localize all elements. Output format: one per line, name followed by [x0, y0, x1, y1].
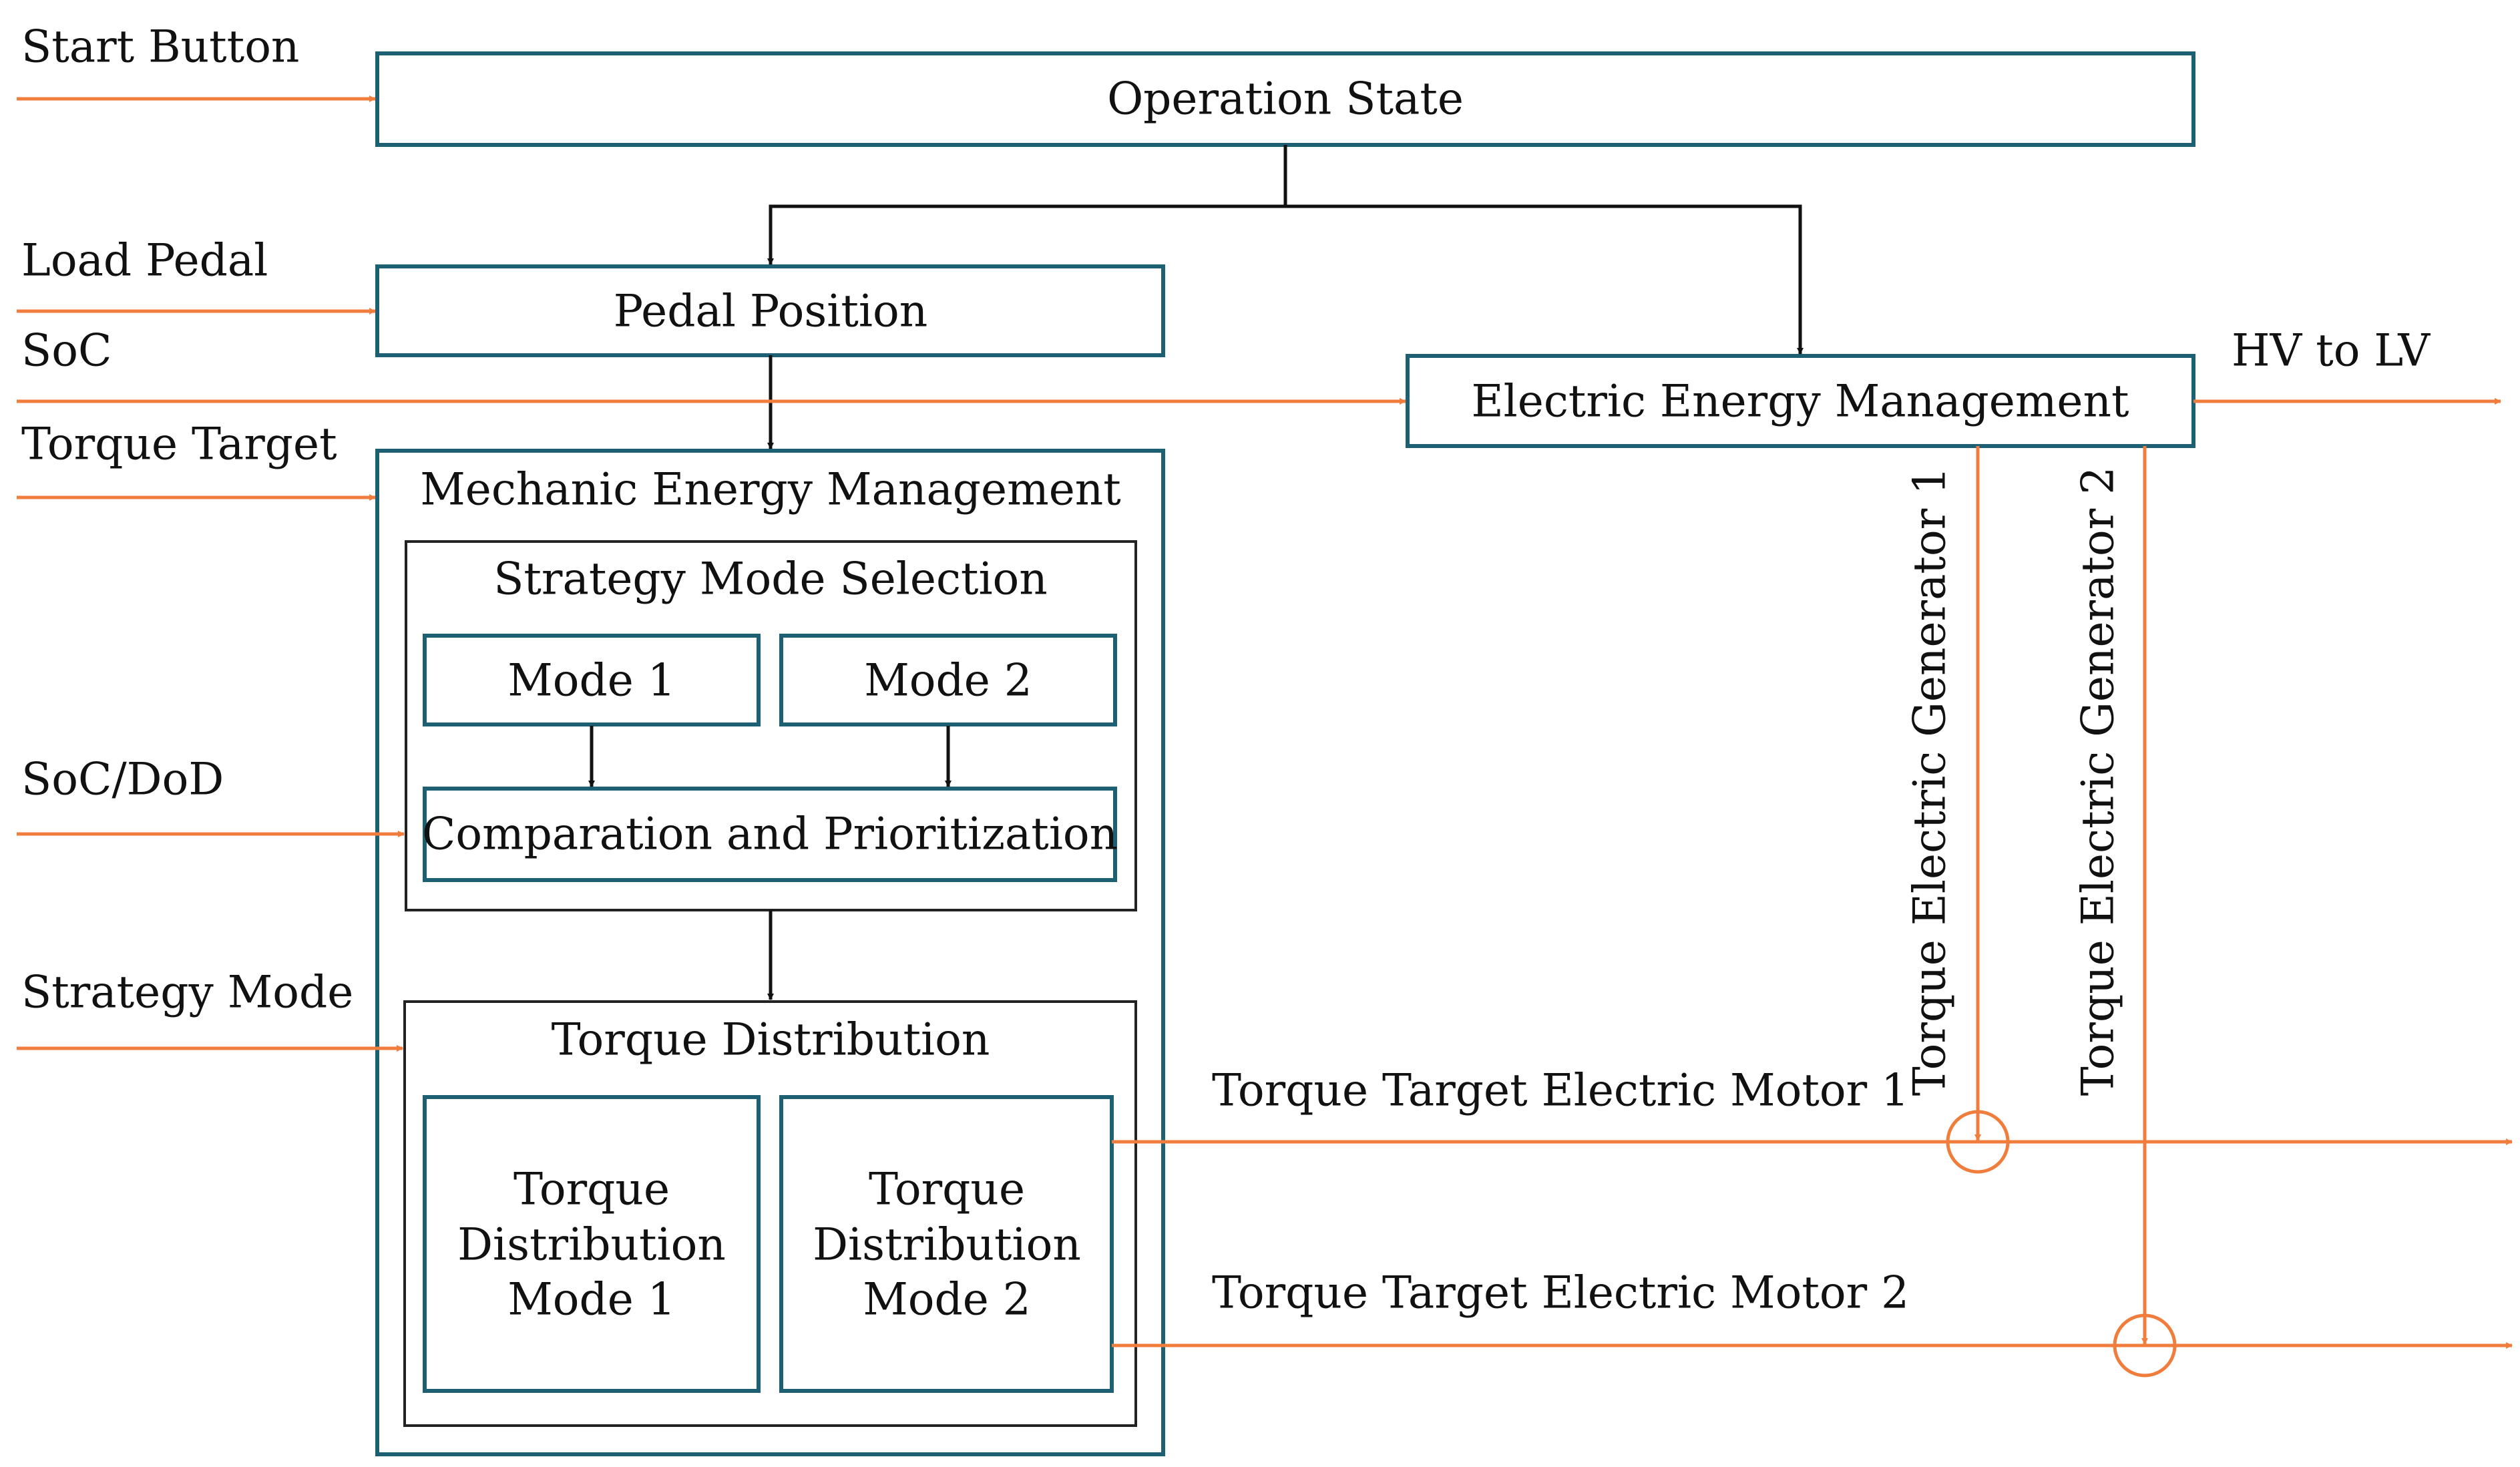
- flow-to-electric-energy: [1285, 204, 1804, 355]
- td-mode-1-line-3: Mode 1: [507, 1274, 676, 1325]
- input-torque-target-label: Torque Target: [21, 419, 337, 470]
- output-hv-to-lv-label: HV to LV: [2232, 325, 2431, 377]
- mode-2-block: Mode 2: [779, 634, 1117, 726]
- electric-energy-management-block: Electric Energy Management: [1406, 354, 2195, 448]
- input-soc-dod-label: SoC/DoD: [21, 754, 224, 805]
- td-mode-1-line-2: Distribution: [457, 1219, 726, 1271]
- mode-1-block: Mode 1: [423, 634, 761, 726]
- output-generator-1-label: Torque Electric Generator 1: [1904, 467, 1956, 1096]
- td-mode-2-line-2: Distribution: [813, 1219, 1081, 1271]
- electric-energy-management-label: Electric Energy Management: [1471, 376, 2129, 427]
- signal-lines: [17, 95, 2513, 1378]
- pedal-position-label: Pedal Position: [614, 286, 928, 337]
- pedal-position-block: Pedal Position: [375, 264, 1165, 357]
- sum-junction-motor-2: [2113, 1313, 2177, 1378]
- input-start-button-label: Start Button: [21, 21, 299, 73]
- input-soc-label: SoC: [21, 325, 112, 377]
- strategy-mode-selection-label: Strategy Mode Selection: [493, 554, 1048, 605]
- td-mode-1-line-1: Torque: [513, 1164, 670, 1215]
- mode-2-label: Mode 2: [864, 655, 1032, 706]
- input-load-pedal-label: Load Pedal: [21, 235, 268, 286]
- mechanic-energy-management-label: Mechanic Energy Management: [420, 464, 1121, 515]
- td-mode-2-line-1: Torque: [869, 1164, 1025, 1215]
- operation-state-block: Operation State: [375, 51, 2195, 147]
- input-strategy-mode-label: Strategy Mode: [21, 967, 353, 1018]
- output-motor-1-label: Torque Target Electric Motor 1: [1212, 1065, 1909, 1116]
- td-mode-2-line-3: Mode 2: [863, 1274, 1031, 1325]
- mode-1-label: Mode 1: [507, 655, 676, 706]
- flow-to-pedal-position: [767, 204, 1285, 265]
- sum-junction-motor-1: [1946, 1110, 2010, 1174]
- operation-state-label: Operation State: [1107, 73, 1464, 125]
- torque-distribution-mode-2-block: Torque Distribution Mode 2: [779, 1095, 1114, 1393]
- comparation-block: Comparation and Prioritization: [422, 787, 1118, 882]
- comparation-label: Comparation and Prioritization: [422, 809, 1118, 860]
- torque-distribution-label: Torque Distribution: [552, 1014, 990, 1066]
- output-generator-2-label: Torque Electric Generator 2: [2073, 467, 2124, 1096]
- torque-distribution-mode-1-block: Torque Distribution Mode 1: [423, 1095, 761, 1393]
- output-motor-2-label: Torque Target Electric Motor 2: [1212, 1267, 1909, 1319]
